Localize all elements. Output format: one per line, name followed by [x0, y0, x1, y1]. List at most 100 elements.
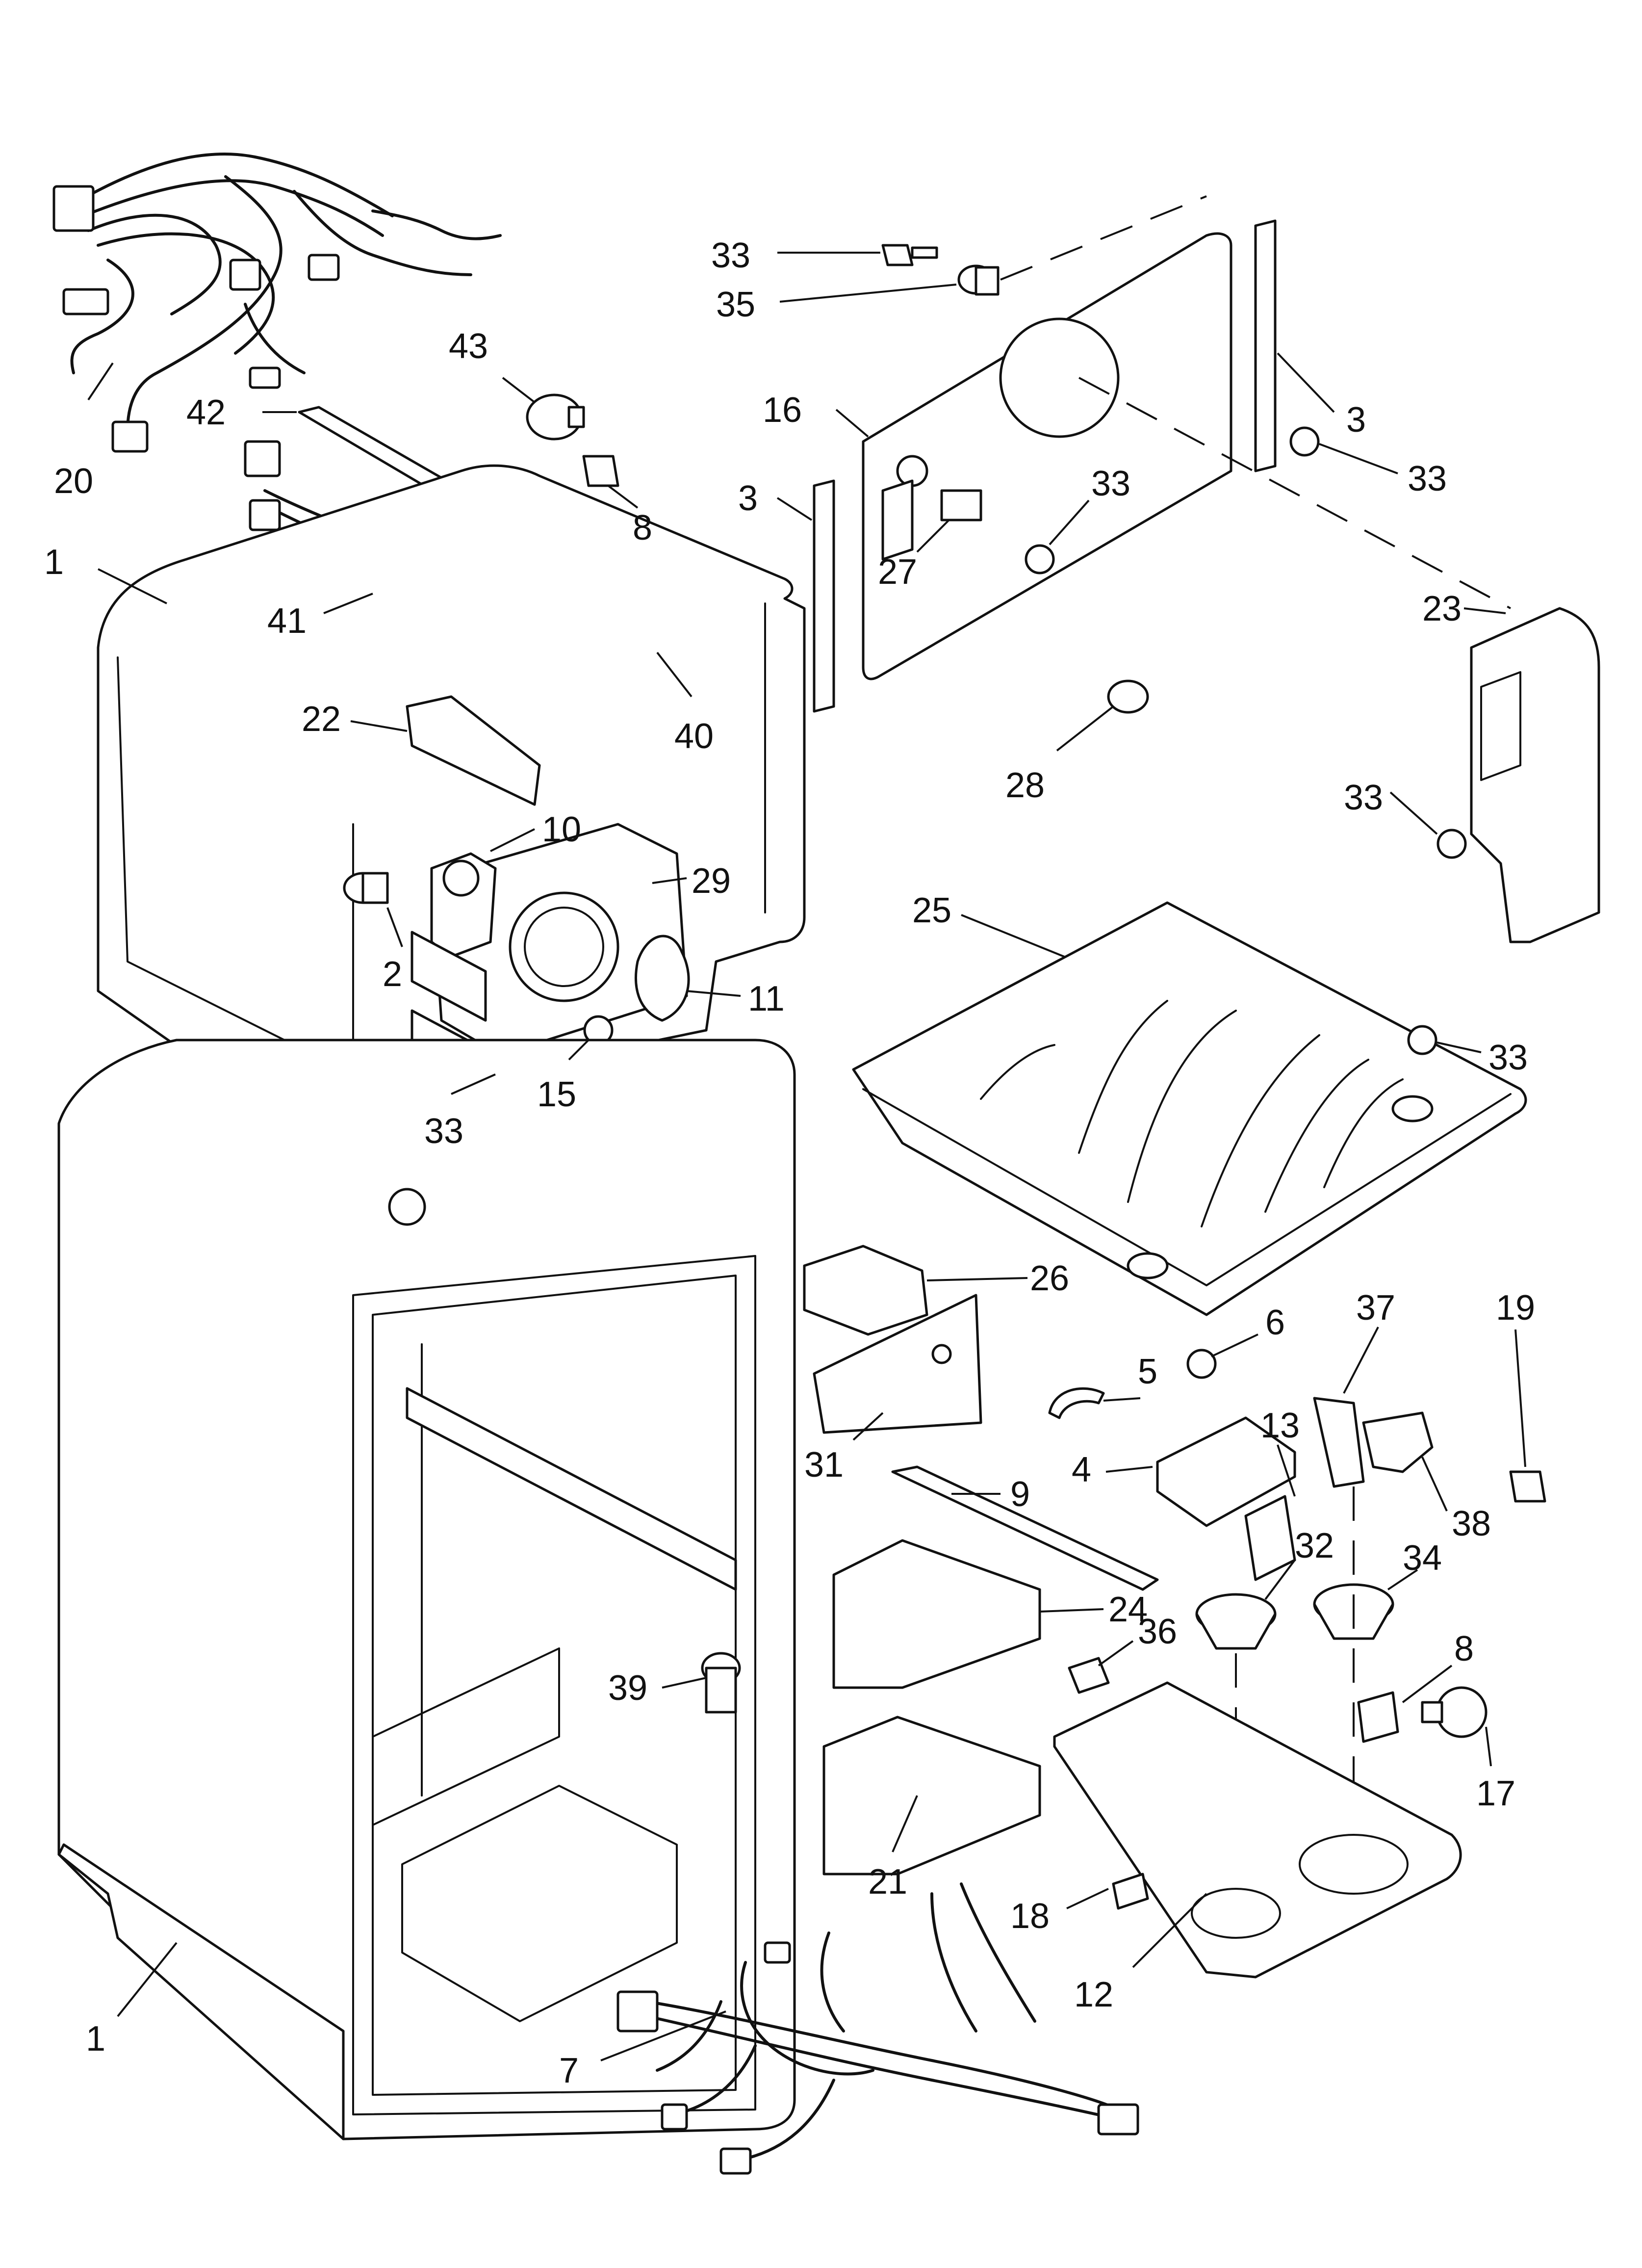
callout-17: 17 — [1476, 1774, 1515, 1813]
part-38-lever — [1362, 1411, 1434, 1473]
leader-20 — [87, 362, 114, 401]
part-5-clip — [1048, 1387, 1105, 1419]
leader-39 — [662, 1677, 707, 1689]
callout-28: 28 — [1005, 766, 1045, 805]
leader-43 — [502, 377, 536, 403]
part-19-clip — [1509, 1470, 1546, 1503]
assembly-line-2 — [1078, 377, 1511, 609]
callout-3: 3 — [1346, 400, 1366, 440]
callout-33: 33 — [1488, 1038, 1528, 1077]
part-11-fan-blade — [635, 935, 690, 1022]
leader-35 — [779, 284, 957, 303]
leader-10 — [490, 828, 535, 852]
callout-9: 9 — [1010, 1475, 1030, 1514]
part-20-wire-harness — [52, 153, 502, 453]
part-28-button — [1107, 679, 1149, 714]
part-3-gasket-right — [1254, 219, 1277, 472]
callout-43: 43 — [449, 327, 488, 366]
leader-11 — [686, 990, 741, 997]
callout-1: 1 — [86, 2019, 105, 2059]
callout-18: 18 — [1010, 1897, 1050, 1936]
callout-15: 15 — [537, 1075, 576, 1114]
leader-31 — [852, 1412, 884, 1441]
part-43-light-bulb — [526, 393, 585, 441]
part-21-housing — [822, 1716, 1041, 1876]
leader-26 — [926, 1277, 1028, 1281]
callout-22: 22 — [302, 700, 341, 739]
leader-8b — [1402, 1665, 1453, 1703]
leader-37 — [1343, 1327, 1379, 1394]
leader-12 — [1132, 1893, 1207, 1968]
leader-28 — [1056, 705, 1114, 752]
part-33-screw-cover — [1437, 829, 1467, 859]
callout-40: 40 — [674, 717, 714, 756]
part-33-screw-panel — [1025, 544, 1055, 574]
leader-18 — [1066, 1888, 1109, 1909]
callout-labels: 20 43 42 8 1 41 40 22 10 29 2 11 15 33 3… — [44, 236, 1535, 2090]
leader-1a — [98, 568, 167, 604]
part-39-plug — [701, 1652, 741, 1714]
leader-33a — [451, 1073, 496, 1095]
callout-42: 42 — [186, 393, 226, 432]
part-32-cup — [1195, 1593, 1277, 1650]
leader-8a — [607, 485, 639, 509]
part-24-housing — [832, 1539, 1041, 1689]
callout-38: 38 — [1452, 1504, 1491, 1543]
callout-36: 36 — [1138, 1612, 1177, 1651]
part-16-rear-panel — [862, 232, 1232, 680]
callout-6: 6 — [1265, 1303, 1285, 1342]
part-9-bracket — [891, 1465, 1159, 1591]
callout-10: 10 — [542, 810, 581, 849]
leader-22 — [350, 720, 408, 732]
callout-29: 29 — [692, 861, 731, 901]
callout-32: 32 — [1295, 1526, 1334, 1565]
leader-23 — [1463, 607, 1506, 614]
assembly-line-1 — [1000, 195, 1207, 281]
bracket-lower-left — [410, 931, 487, 1022]
part-23-duct-cover — [1470, 607, 1600, 943]
callout-3: 3 — [738, 479, 758, 518]
part-8-light-socket-upper — [582, 455, 619, 487]
leader-40 — [656, 652, 693, 698]
leader-3b — [1277, 352, 1335, 413]
callout-35: 35 — [716, 285, 755, 324]
leader-27 — [916, 519, 950, 553]
callout-19: 19 — [1496, 1288, 1535, 1328]
leader-29 — [652, 877, 687, 884]
callout-5: 5 — [1138, 1352, 1157, 1391]
part-12-lower-housing — [1053, 1681, 1462, 1979]
leader-13 — [1277, 1444, 1296, 1497]
callout-16: 16 — [763, 391, 802, 430]
part-13-switch — [1244, 1495, 1296, 1581]
callout-33: 33 — [1091, 464, 1130, 503]
callout-33: 33 — [1344, 778, 1383, 817]
part-36-label — [1068, 1657, 1110, 1694]
part-17-light-bulb — [1421, 1686, 1488, 1738]
callout-26: 26 — [1030, 1259, 1069, 1298]
leader-1b — [117, 1942, 178, 2017]
callout-33: 33 — [424, 1112, 463, 1151]
leader-38 — [1421, 1457, 1448, 1512]
callout-2: 2 — [383, 955, 402, 994]
callout-33: 33 — [1408, 459, 1447, 498]
leader-24 — [1039, 1608, 1104, 1613]
leader-4 — [1105, 1466, 1153, 1473]
part-4-control-board — [1156, 1416, 1296, 1527]
callout-39: 39 — [608, 1668, 647, 1708]
part-25-tray — [852, 901, 1527, 1316]
part-26-housing — [803, 1245, 928, 1336]
leader-21 — [892, 1795, 918, 1852]
part-37-actuator — [1313, 1397, 1365, 1488]
leader-32 — [1264, 1559, 1296, 1600]
leader-17 — [1485, 1726, 1492, 1767]
leader-2 — [386, 907, 403, 947]
callout-37: 37 — [1356, 1288, 1395, 1328]
callout-11: 11 — [748, 979, 785, 1018]
callout-24: 24 — [1108, 1590, 1148, 1629]
leader-5 — [1103, 1397, 1141, 1402]
leader-16 — [835, 409, 869, 438]
callout-4: 4 — [1072, 1450, 1091, 1489]
callout-33: 33 — [711, 236, 750, 275]
leader-34 — [1387, 1569, 1418, 1590]
